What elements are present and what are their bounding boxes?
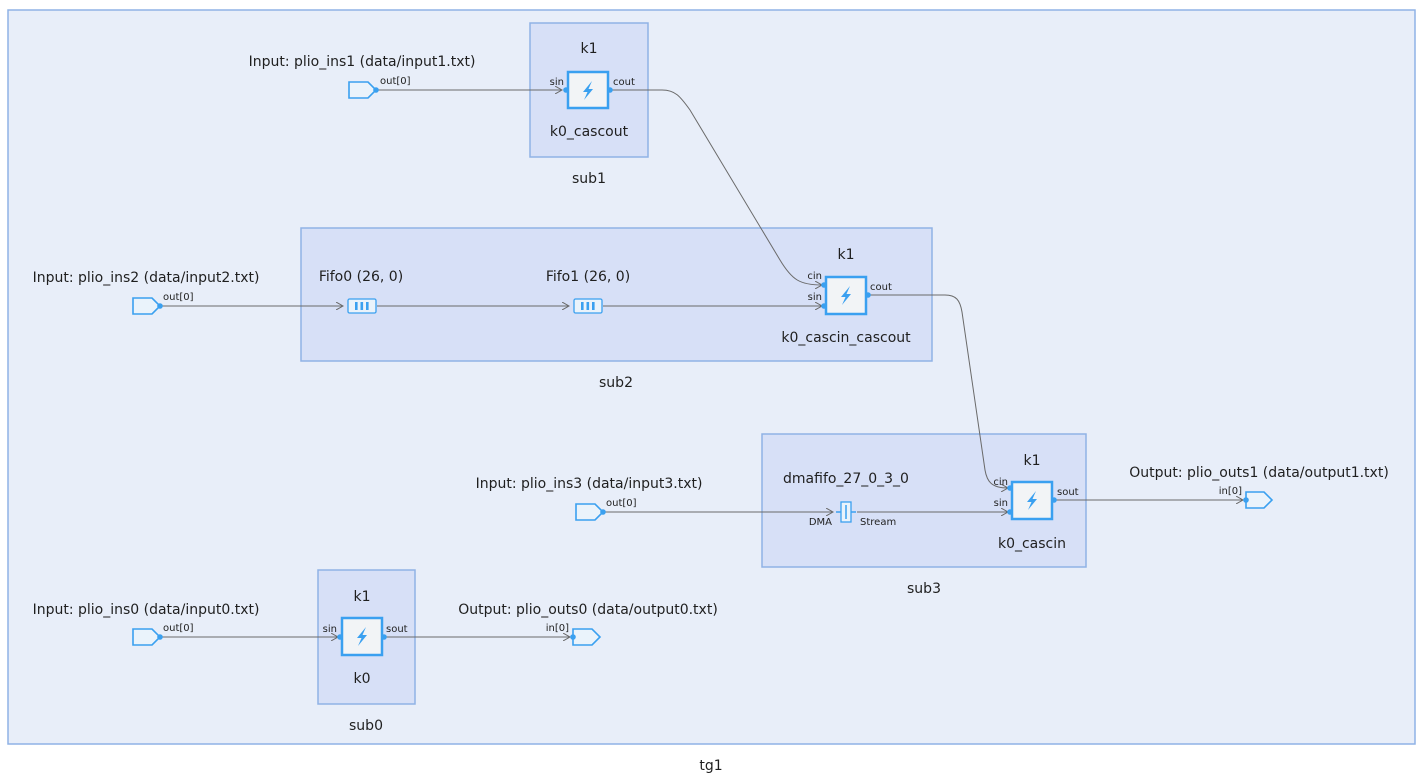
kernel-out-port-label: cout [613, 77, 635, 88]
subgraph-name: sub1 [572, 171, 606, 187]
plio-port-label: out[0] [163, 623, 194, 634]
plio-port-label: in[0] [1219, 486, 1242, 497]
fifo-label: Fifo0 (26, 0) [319, 269, 403, 285]
kernel-label: k1 [837, 247, 854, 263]
dmafifo-label: dmafifo_27_0_3_0 [783, 471, 909, 487]
subgraph-name: sub0 [349, 718, 383, 734]
plio-pentagon-icon[interactable] [572, 628, 602, 646]
kernel-name: k0_cascout [550, 124, 629, 140]
kernel-label: k1 [1023, 453, 1040, 469]
fifo-bars-icon[interactable] [573, 298, 603, 314]
fifo-label: Fifo1 (26, 0) [546, 269, 630, 285]
kernel-name: k0_cascin [998, 536, 1066, 552]
port-dot [600, 509, 606, 515]
kernel-name: k0 [353, 671, 370, 687]
kernel-k0[interactable] [337, 616, 387, 657]
fifo-bars-icon[interactable] [347, 298, 377, 314]
kernel-k0-cascin[interactable] [1007, 480, 1057, 521]
plio-input-label: Input: plio_ins2 (data/input2.txt) [33, 270, 260, 286]
kernel-in-port-label: sin [808, 292, 822, 303]
kernel-label: k1 [353, 589, 370, 605]
top-graph-name: tg1 [699, 758, 722, 774]
kernel-in-port-label: sin [994, 498, 1008, 509]
port-dot [570, 634, 576, 640]
plio-input-label: Input: plio_ins3 (data/input3.txt) [476, 476, 703, 492]
plio-input-label: Input: plio_ins1 (data/input1.txt) [249, 54, 476, 70]
kernel-name: k0_cascin_cascout [781, 330, 911, 346]
port-dot [1243, 497, 1249, 503]
kernel-in-port-label: cin [993, 477, 1008, 488]
kernel-in-port-label: cin [807, 271, 822, 282]
subgraph-name: sub3 [907, 581, 941, 597]
plio-port-label: out[0] [380, 76, 411, 87]
top-graph-box [7, 9, 1416, 745]
kernel-k0-cascout[interactable] [563, 70, 613, 110]
kernel-out-port-label: cout [870, 282, 892, 293]
plio-pentagon-icon[interactable] [132, 297, 162, 315]
plio-port-label: out[0] [606, 498, 637, 509]
dmafifo-left-port-label: DMA [809, 517, 832, 528]
plio-input-label: Input: plio_ins0 (data/input0.txt) [33, 602, 260, 618]
kernel-k0-cascin-cascout[interactable] [821, 275, 871, 316]
plio-output-label: Output: plio_outs1 (data/output1.txt) [1129, 465, 1389, 481]
port-dot [157, 634, 163, 640]
plio-pentagon-icon[interactable] [1245, 491, 1274, 509]
kernel-label: k1 [580, 41, 597, 57]
plio-pentagon-icon[interactable] [348, 81, 378, 99]
kernel-in-port-label: sin [323, 624, 337, 635]
net-sub1-cout-to-sub2-cin[interactable] [610, 89, 822, 285]
port-dot [373, 87, 379, 93]
port-dot [157, 303, 163, 309]
kernel-out-port-label: sout [1057, 487, 1079, 498]
kernel-out-port-label: sout [386, 624, 408, 635]
plio-output-label: Output: plio_outs0 (data/output0.txt) [458, 602, 718, 618]
subgraph-name: sub2 [599, 375, 633, 391]
plio-port-label: out[0] [163, 292, 194, 303]
plio-pentagon-icon[interactable] [132, 628, 162, 646]
dma-connector-icon[interactable] [836, 501, 856, 523]
net-sub2-cout-to-sub3-cin[interactable] [866, 294, 1008, 488]
kernel-in-port-label: sin [550, 77, 564, 88]
plio-pentagon-icon[interactable] [575, 503, 605, 521]
dmafifo-right-port-label: Stream [860, 517, 896, 528]
plio-port-label: in[0] [546, 623, 569, 634]
